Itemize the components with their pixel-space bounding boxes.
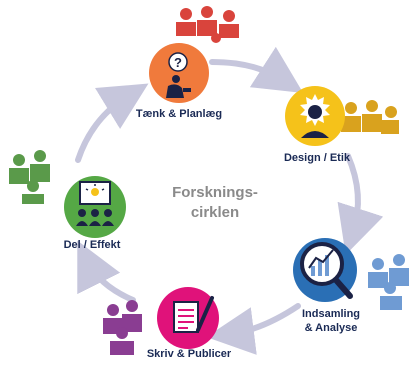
- label-collect-analyse-line1: Indsamling: [301, 308, 361, 320]
- question-thinker-icon: ?: [166, 52, 191, 98]
- lightbulb-head-icon: [300, 94, 330, 138]
- svg-text:?: ?: [174, 55, 182, 70]
- arrow-write-to-share: [77, 240, 136, 303]
- step-collect-analyse: [293, 238, 357, 302]
- puzzle-people-icon: [176, 6, 239, 43]
- arrow-design-to-collect: [337, 153, 384, 255]
- cycle-arrows: [75, 46, 384, 355]
- diagram-title-line2: cirklen: [190, 204, 240, 221]
- magnifier-chart-icon: [300, 242, 353, 299]
- puzzle-people-icon: [341, 100, 399, 134]
- presentation-audience-icon: [76, 181, 114, 226]
- step-write-publish: [157, 287, 219, 349]
- arrow-collect-to-write: [206, 303, 301, 355]
- label-write-publish: Skriv & Publicer: [146, 348, 232, 360]
- label-design-ethics: Design / Etik: [283, 152, 351, 164]
- label-share-effect: Del / Effekt: [63, 239, 121, 251]
- label-think-plan: Tænk & Planlæg: [135, 108, 223, 120]
- puzzle-people-icon: [9, 150, 50, 204]
- arrow-plan-to-design: [209, 46, 304, 93]
- step-think-plan: ?: [149, 43, 209, 103]
- arrow-share-to-plan: [75, 83, 149, 163]
- label-collect-analyse-line2: & Analyse: [304, 322, 358, 334]
- diagram-title-line1: Forsknings-: [172, 184, 258, 201]
- step-share-effect: [64, 176, 126, 238]
- document-pen-icon: [173, 296, 214, 333]
- puzzle-people-icon: [368, 254, 409, 310]
- puzzle-people-icon: [103, 300, 142, 355]
- diagram-title: Forsknings- cirklen: [165, 183, 265, 223]
- step-design-ethics: [285, 86, 345, 146]
